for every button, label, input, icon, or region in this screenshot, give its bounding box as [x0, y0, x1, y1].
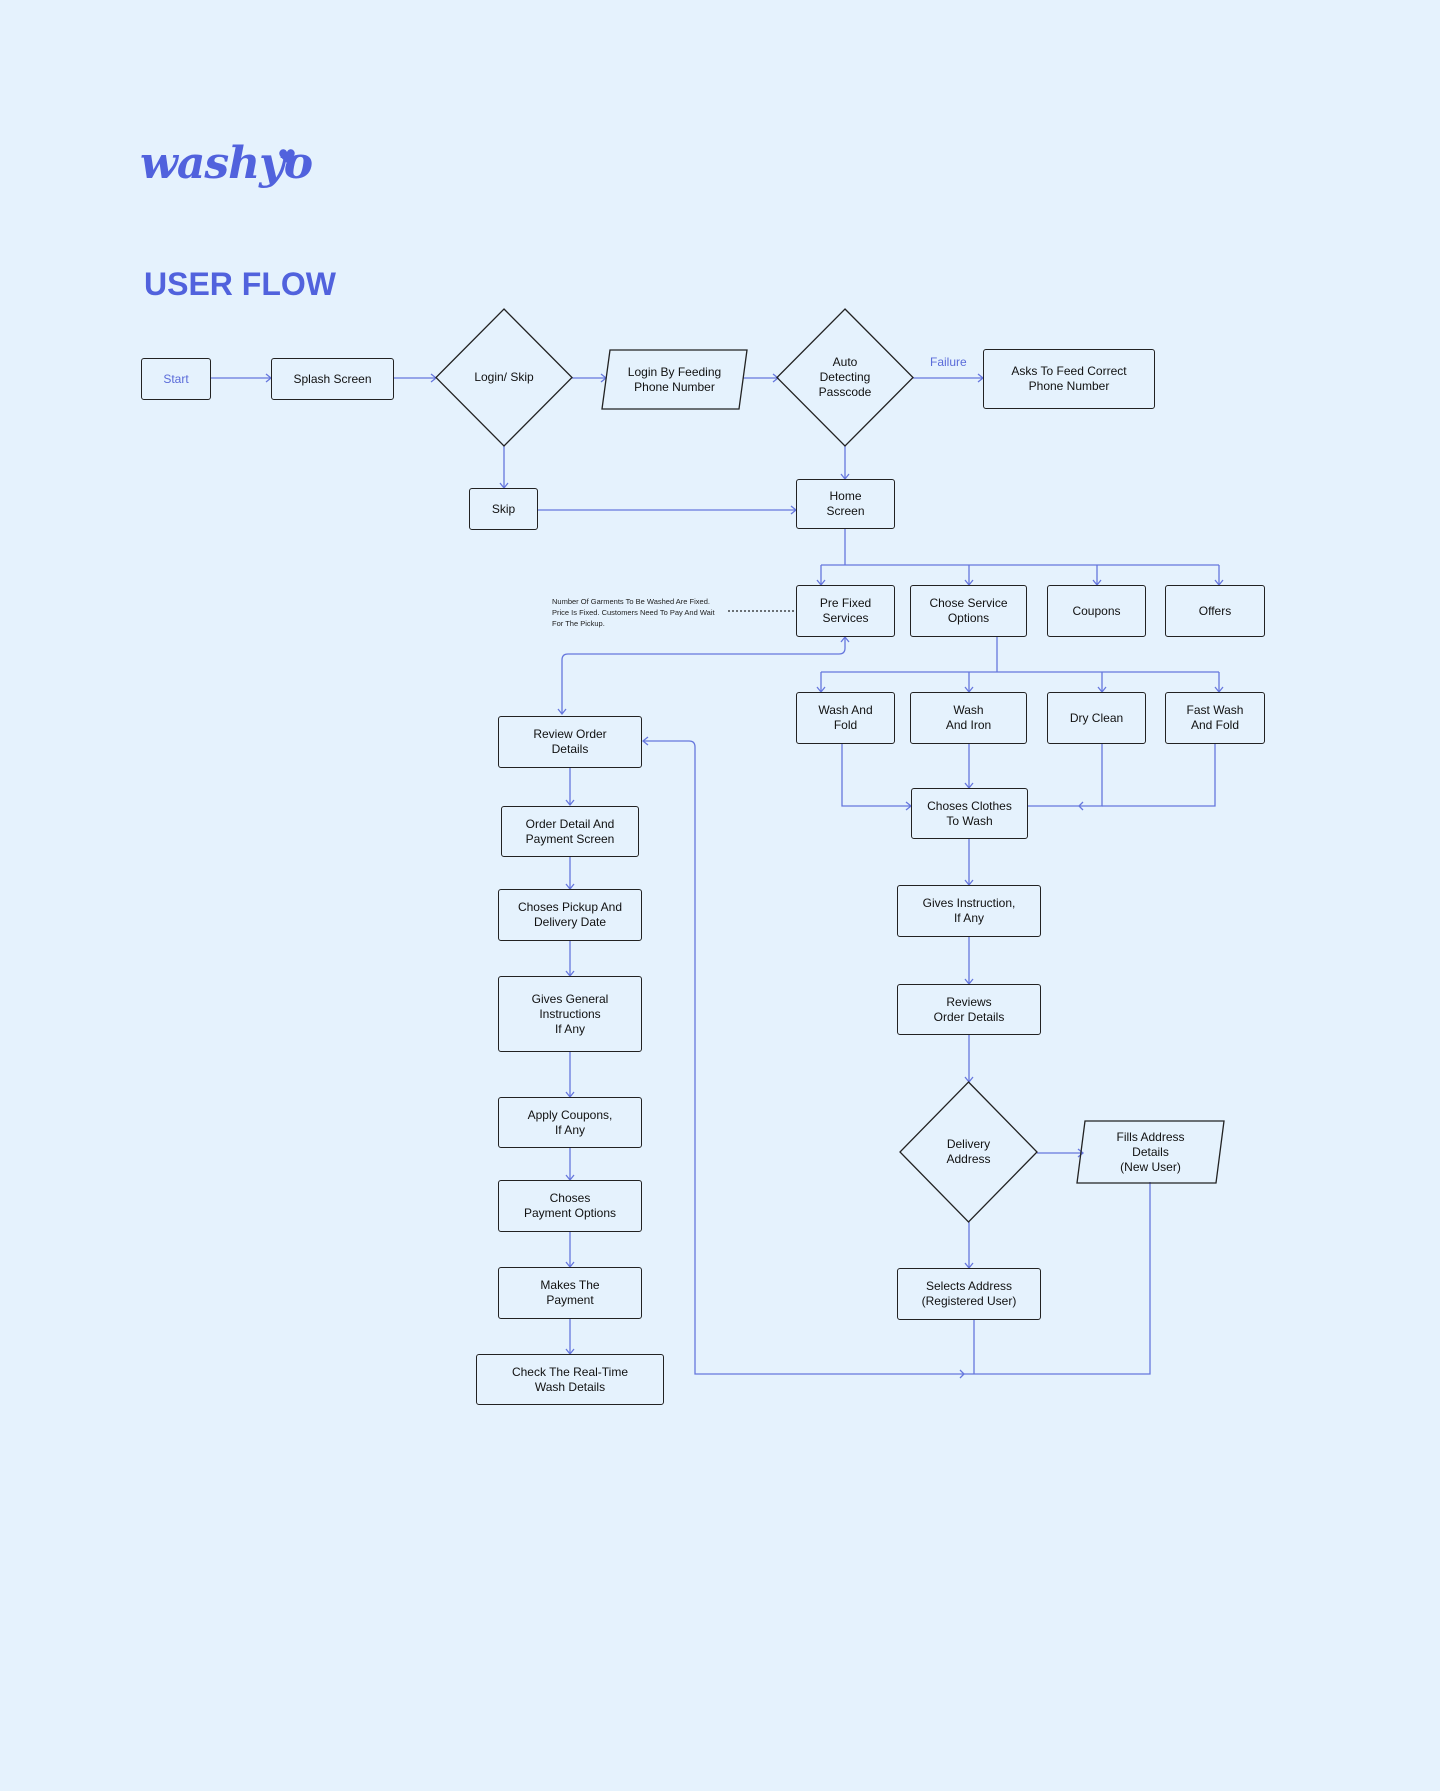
node-makes-payment[interactable]: Makes The Payment	[498, 1267, 642, 1319]
parallelogram-shape	[601, 349, 748, 410]
node-payment-options[interactable]: Choses Payment Options	[498, 1180, 642, 1232]
heart-icon	[279, 149, 295, 163]
node-label: Wash And Fold	[818, 703, 873, 732]
decision-delivery-address[interactable]: Delivery Address	[899, 1081, 1038, 1223]
node-home-screen[interactable]: Home Screen	[796, 479, 895, 529]
node-start[interactable]: Start	[141, 358, 211, 400]
node-label: Pre Fixed Services	[819, 596, 872, 625]
node-wash-iron[interactable]: Wash And Iron	[910, 692, 1027, 744]
node-label: Choses Payment Options	[523, 1191, 617, 1220]
node-skip[interactable]: Skip	[469, 488, 538, 530]
node-label: Reviews Order Details	[933, 994, 1005, 1024]
node-review-order[interactable]: Review Order Details	[498, 716, 642, 768]
node-coupons[interactable]: Coupons	[1047, 585, 1146, 637]
node-label: Coupons	[1072, 603, 1121, 618]
node-apply-coupons[interactable]: Apply Coupons, If Any	[498, 1097, 642, 1148]
failure-label: Failure	[930, 355, 967, 369]
node-label: Dry Clean	[1069, 710, 1124, 725]
washyo-logo: washyo	[140, 138, 313, 189]
node-asks-correct[interactable]: Asks To Feed Correct Phone Number	[983, 349, 1155, 409]
node-pickup-date[interactable]: Choses Pickup And Delivery Date	[498, 889, 642, 941]
page-title: USER FLOW	[144, 266, 336, 302]
diamond-shape	[435, 308, 573, 447]
node-label: Wash And Iron	[945, 703, 992, 732]
node-label: Choses Pickup And Delivery Date	[517, 900, 623, 929]
node-label: Selects Address (Registered User)	[921, 1279, 1017, 1308]
node-label: Fills Address Details (New User)	[1116, 1129, 1185, 1174]
node-label: Chose Service Options	[929, 596, 1008, 625]
node-check-wash[interactable]: Check The Real-Time Wash Details	[476, 1354, 664, 1405]
io-fills-address[interactable]: Fills Address Details (New User)	[1076, 1120, 1225, 1184]
node-splash-screen[interactable]: Splash Screen	[271, 358, 394, 400]
node-fast-wash[interactable]: Fast Wash And Fold	[1165, 692, 1265, 744]
node-label: Fast Wash And Fold	[1186, 703, 1244, 732]
node-label: Delivery Address	[946, 1137, 991, 1166]
diamond-shape	[899, 1081, 1038, 1223]
node-label: Login By Feeding Phone Number	[627, 364, 722, 394]
node-label: Auto Detecting Passcode	[818, 355, 872, 399]
node-label: Splash Screen	[293, 371, 372, 386]
pre-fixed-note: Number Of Garments To Be Washed Are Fixe…	[552, 597, 715, 628]
node-chose-service[interactable]: Chose Service Options	[910, 585, 1027, 637]
node-label: Check The Real-Time Wash Details	[511, 1364, 629, 1394]
node-label: Choses Clothes To Wash	[927, 798, 1012, 828]
decision-login-skip[interactable]: Login/ Skip	[435, 308, 573, 447]
node-choses-clothes[interactable]: Choses Clothes To Wash	[911, 788, 1028, 839]
node-pre-fixed[interactable]: Pre Fixed Services	[796, 585, 895, 637]
parallelogram-shape	[1076, 1120, 1225, 1184]
node-label: Offers	[1198, 603, 1232, 618]
node-label: Order Detail And Payment Screen	[525, 816, 615, 846]
node-label: Home Screen	[826, 489, 865, 518]
io-login-phone[interactable]: Login By Feeding Phone Number	[601, 349, 748, 410]
node-label: Gives General Instructions If Any	[531, 991, 609, 1036]
node-general-instructions[interactable]: Gives General Instructions If Any	[498, 976, 642, 1052]
diamond-shape	[776, 308, 914, 447]
node-order-payment[interactable]: Order Detail And Payment Screen	[501, 806, 639, 857]
node-dry-clean[interactable]: Dry Clean	[1047, 692, 1146, 744]
node-gives-instruction[interactable]: Gives Instruction, If Any	[897, 885, 1041, 937]
node-wash-fold[interactable]: Wash And Fold	[796, 692, 895, 744]
node-label: Makes The Payment	[540, 1278, 600, 1307]
node-label: Login/ Skip	[474, 370, 534, 384]
node-label: Review Order Details	[533, 727, 607, 756]
node-reviews-order[interactable]: Reviews Order Details	[897, 984, 1041, 1035]
decision-auto-detect[interactable]: Auto Detecting Passcode	[776, 308, 914, 447]
node-label: Skip	[491, 501, 516, 516]
node-offers[interactable]: Offers	[1165, 585, 1265, 637]
node-selects-address[interactable]: Selects Address (Registered User)	[897, 1268, 1041, 1320]
node-label: Apply Coupons, If Any	[527, 1107, 613, 1137]
node-label: Start	[163, 371, 189, 386]
node-label: Asks To Feed Correct Phone Number	[1011, 364, 1127, 393]
node-label: Gives Instruction, If Any	[922, 896, 1016, 925]
